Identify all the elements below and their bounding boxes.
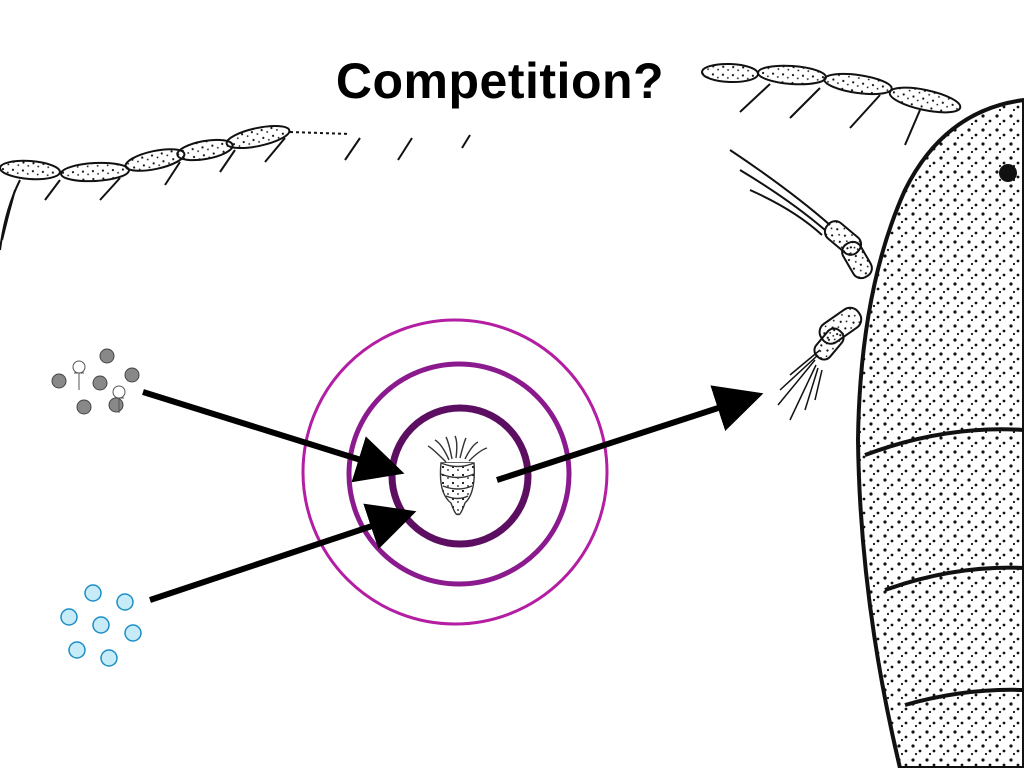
antenna-left-setae [0, 134, 471, 251]
ring-middle [346, 361, 572, 587]
small-cell [116, 593, 134, 611]
small-cell [100, 649, 118, 667]
arrow-algae-to-ciliate [142, 389, 405, 483]
copepod-icon [777, 97, 1024, 768]
antenna-right-setae [729, 83, 921, 236]
arrow-ciliate-to-copepod [496, 385, 764, 483]
small-cells-icon [60, 584, 142, 667]
antenna-right [701, 62, 962, 114]
ring-outer [301, 318, 609, 626]
algae-cluster-icon [51, 348, 140, 415]
antenna-left [0, 124, 351, 183]
flow-arrows [142, 385, 764, 603]
small-cell [60, 608, 78, 626]
arrow-cells-to-ciliate [149, 503, 417, 603]
small-cell [124, 624, 142, 642]
slide-title: Competition? [335, 53, 665, 109]
small-cell [92, 616, 110, 634]
small-cell [84, 584, 102, 602]
ciliate-icon [427, 435, 488, 516]
small-cell [68, 641, 86, 659]
